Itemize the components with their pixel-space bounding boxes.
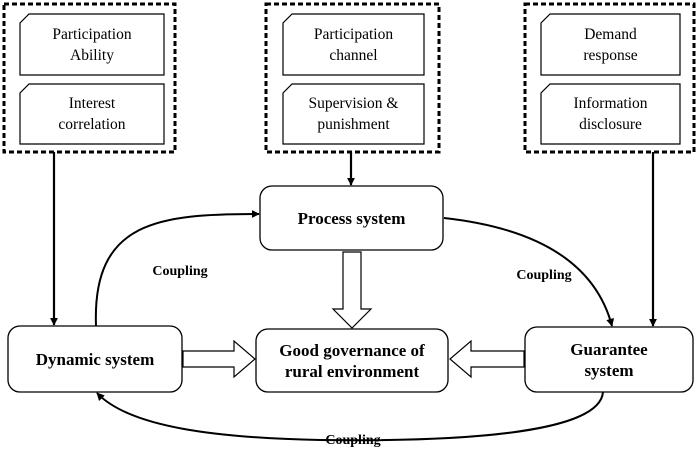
block-arrow-dynamic-to-goal: [182, 339, 256, 379]
card-label-interest-correlation: Interest correlation: [58, 95, 126, 133]
dynamic-system-label: Dynamic system: [35, 349, 155, 369]
coupling-curve-bottom: [96, 391, 604, 442]
coupling-label-left: Coupling: [152, 264, 208, 279]
card-label-participation-channel: Participation channel: [313, 25, 394, 64]
goal-label: Good governance of rural environment: [279, 340, 425, 381]
left-group-frame: [2, 2, 177, 154]
coupling-curve-right: [443, 217, 615, 327]
card-information-disclosure: [540, 83, 681, 145]
block-arrow-guarantee-to-goal: [449, 339, 525, 379]
process-system-label: Process system: [297, 208, 406, 228]
card-participation-ability: [19, 13, 165, 76]
card-label-supervision-punishment: Supervision & punishment: [308, 95, 399, 133]
middle-group-frame: [264, 2, 441, 154]
card-supervision-punishment: [282, 83, 425, 145]
right-group-frame: [523, 2, 696, 154]
card-label-information-disclosure: Information disclosure: [573, 95, 648, 133]
card-label-demand-response: Demand response: [583, 25, 638, 64]
coupling-label-right: Coupling: [516, 268, 572, 283]
block-arrow-process-to-goal: [331, 251, 373, 329]
card-label-participation-ability: Participation Ability: [52, 25, 132, 64]
process-system-box: [259, 185, 444, 251]
coupling-curve-left: [94, 210, 260, 327]
card-interest-correlation: [19, 83, 165, 145]
guarantee-system-label: Guarantee system: [570, 339, 648, 380]
coupling-label-bottom: Coupling: [325, 433, 381, 448]
goal-box: [255, 328, 449, 393]
card-demand-response: [540, 13, 681, 76]
card-participation-channel: [282, 13, 425, 76]
guarantee-system-box: [524, 326, 694, 393]
